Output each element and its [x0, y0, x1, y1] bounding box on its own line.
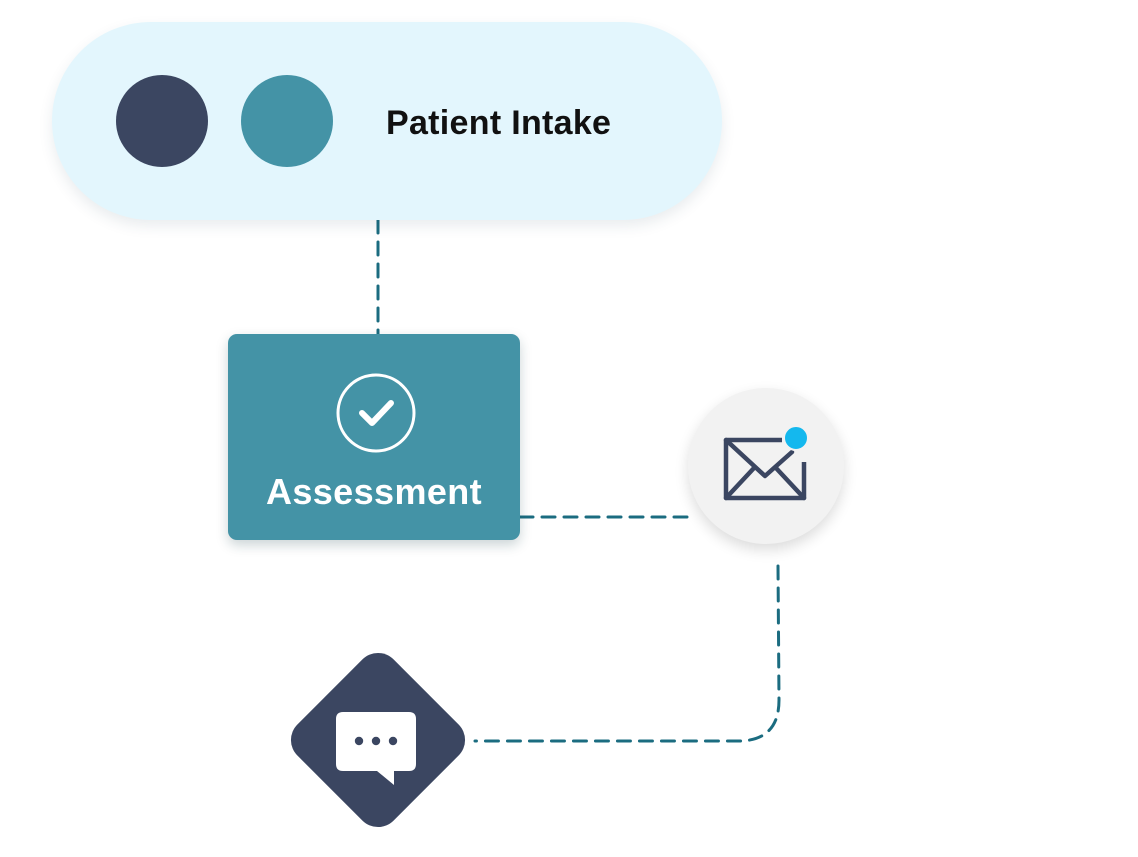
assessment-node[interactable]: Assessment [228, 334, 520, 540]
assessment-label: Assessment [265, 471, 483, 512]
notification-dot [783, 426, 809, 451]
intake-dark-dot [116, 75, 208, 167]
connector-mail-chat [473, 564, 781, 743]
patient-intake-node[interactable]: Patient Intake [52, 22, 722, 220]
envelope-notification-icon [723, 426, 809, 501]
intake-teal-dot [241, 75, 333, 167]
patient-intake-label: Patient Intake [386, 104, 612, 142]
chat-bubble-icon [336, 712, 416, 785]
email-node[interactable] [688, 388, 844, 544]
chat-node[interactable] [281, 643, 475, 837]
check-circle-icon [336, 373, 416, 453]
